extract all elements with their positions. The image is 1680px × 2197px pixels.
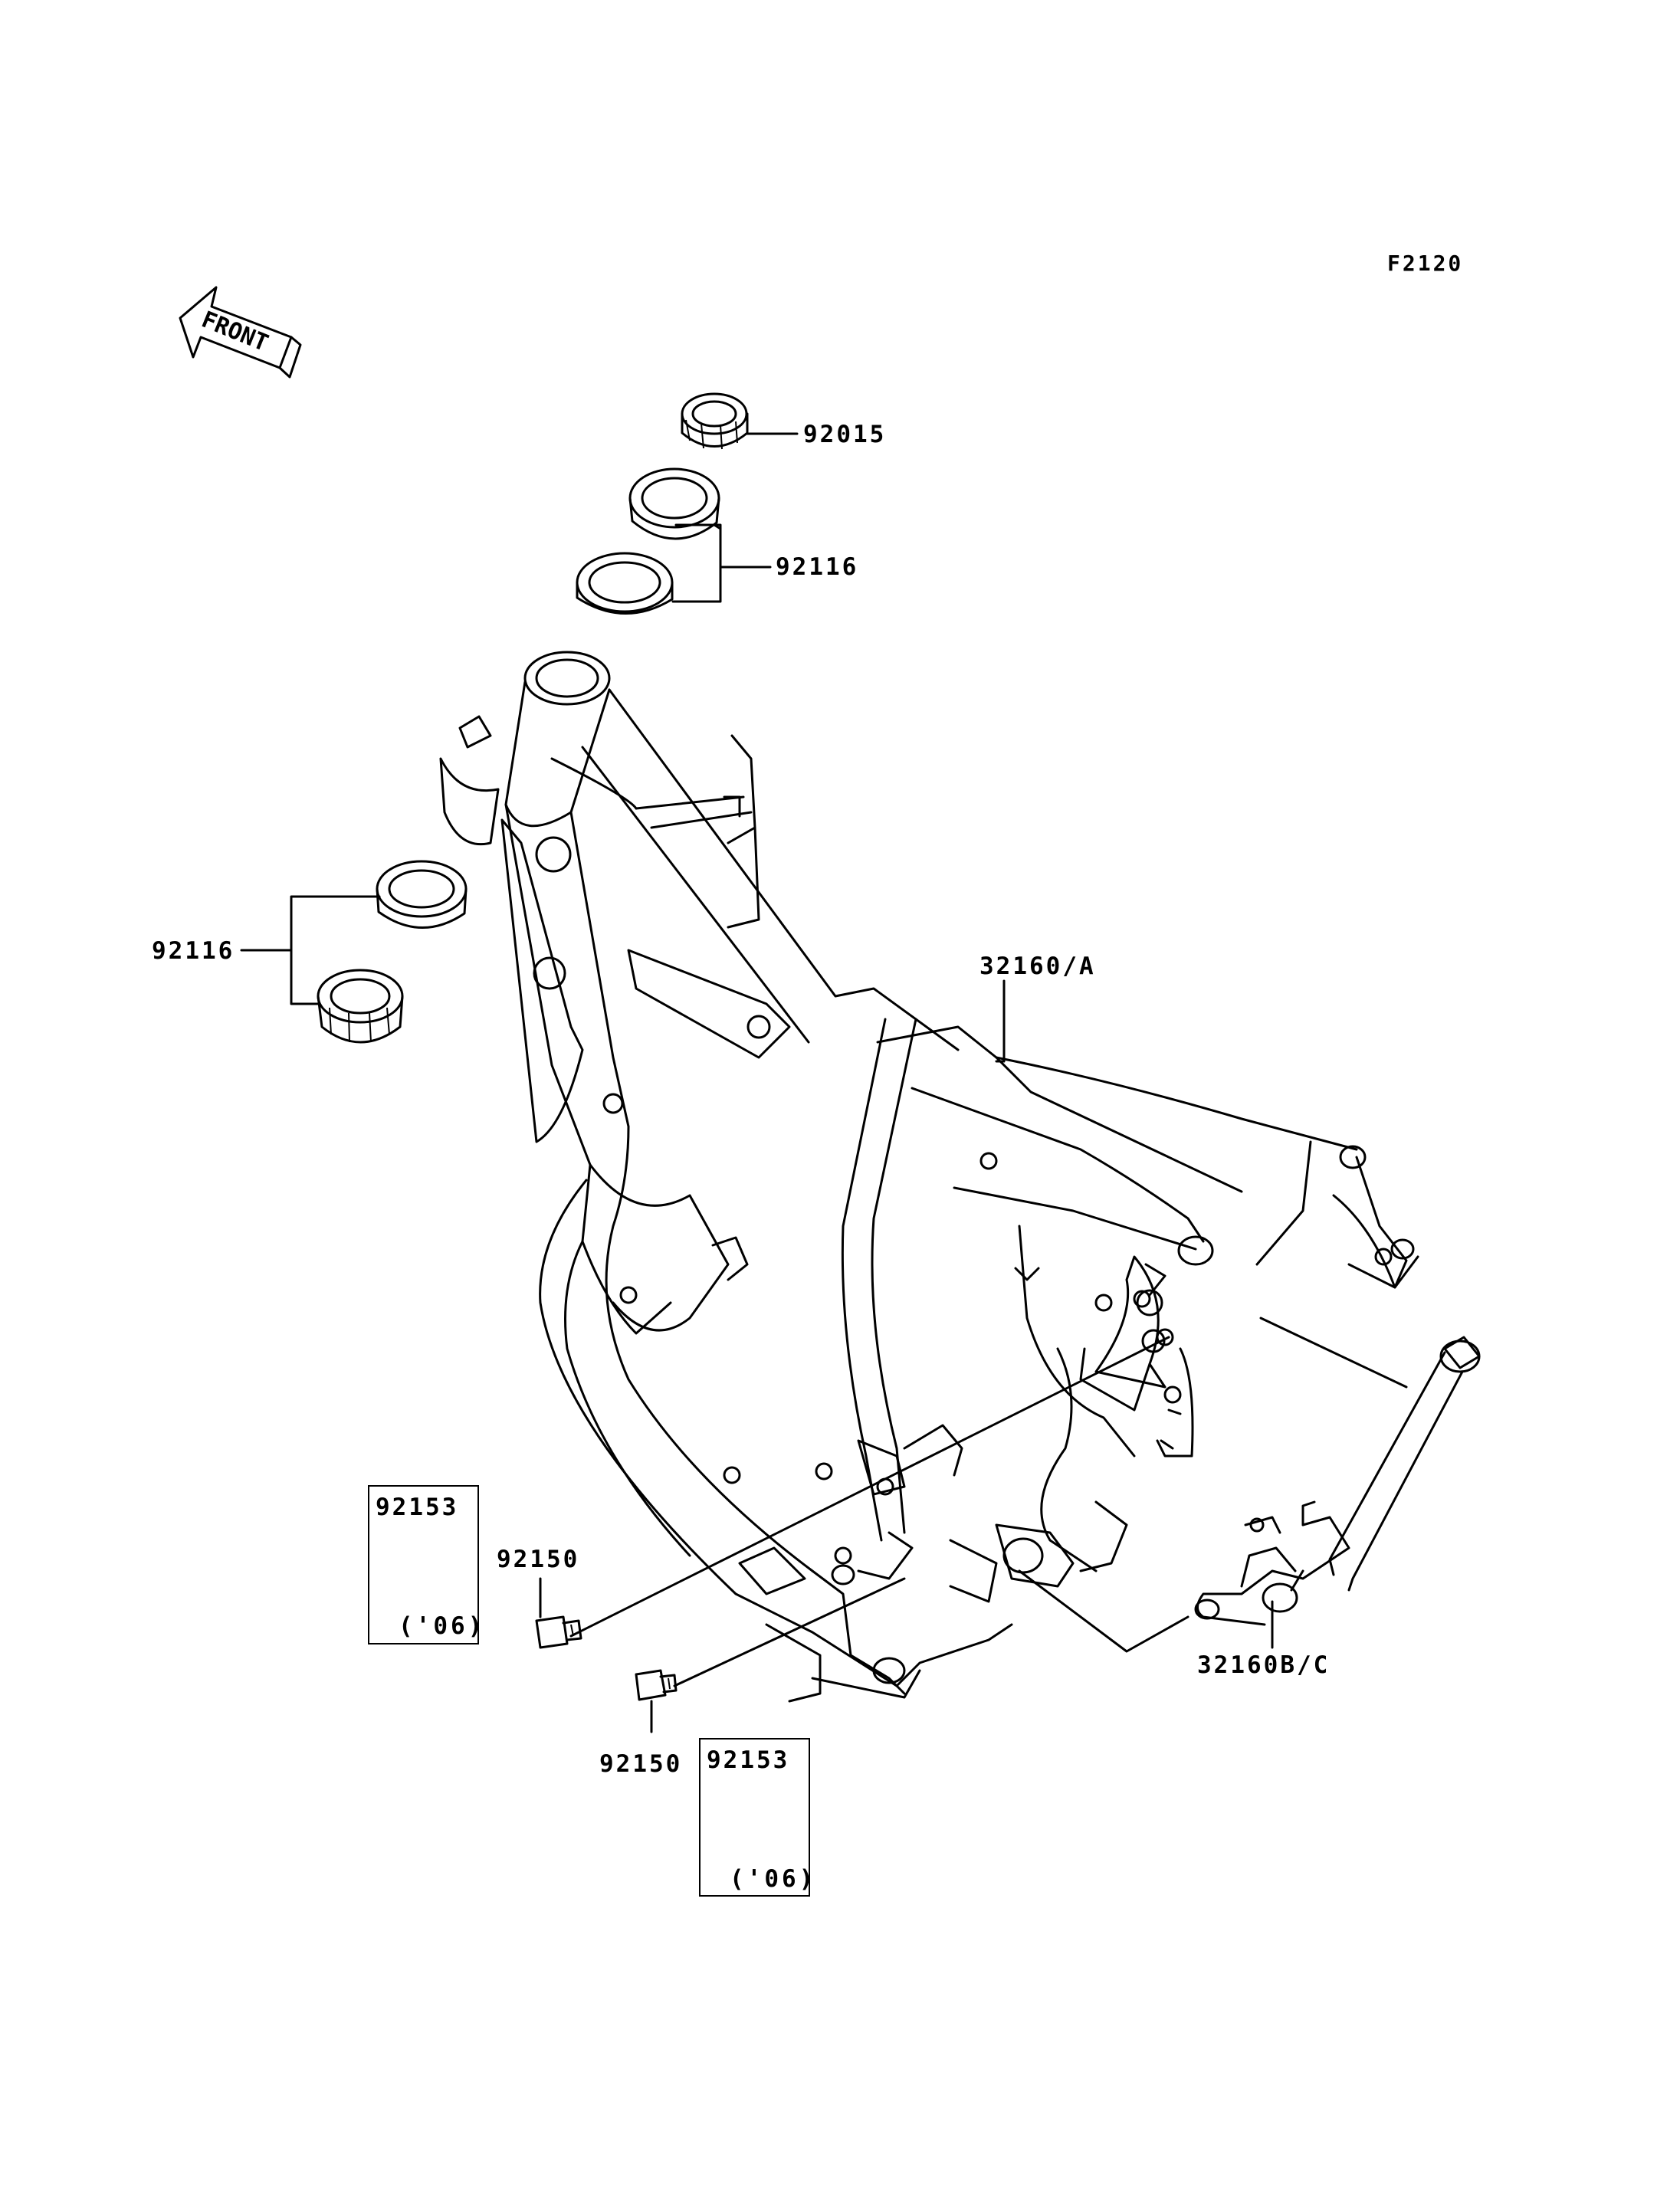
inset-box-left: 92153 ('06)	[368, 1485, 482, 1644]
inset-bottom-year-note: ('06)	[730, 1865, 817, 1893]
leader-lines	[539, 979, 1408, 1687]
main-frame-body	[439, 651, 1419, 1703]
figure-code: F2120	[1387, 251, 1464, 276]
inset-left-year-note: ('06)	[399, 1612, 486, 1640]
bolt-92150-lower	[635, 1669, 678, 1733]
callout-92015: 92015	[803, 421, 887, 448]
upper-steering-races	[576, 467, 772, 615]
rear-subframe	[1194, 1336, 1481, 1626]
inset-box-bottom: 92153 ('06)	[699, 1738, 813, 1897]
callout-32160-bc: 32160B/C	[1197, 1651, 1331, 1679]
bolt-92150-left	[535, 1615, 582, 1649]
callout-92150-left: 92150	[497, 1546, 580, 1573]
front-direction-arrow: FRONT	[179, 286, 302, 379]
callout-92116-upper: 92116	[776, 553, 859, 581]
callout-92150-lower: 92150	[599, 1750, 683, 1778]
inset-bottom-part-number: 92153	[707, 1746, 790, 1774]
callout-92116-lower: 92116	[152, 937, 235, 965]
steering-stem-nut	[681, 392, 799, 450]
callout-32160-a: 32160/A	[979, 953, 1096, 980]
lower-steering-races	[240, 860, 468, 1044]
inset-left-part-number: 92153	[376, 1494, 459, 1521]
